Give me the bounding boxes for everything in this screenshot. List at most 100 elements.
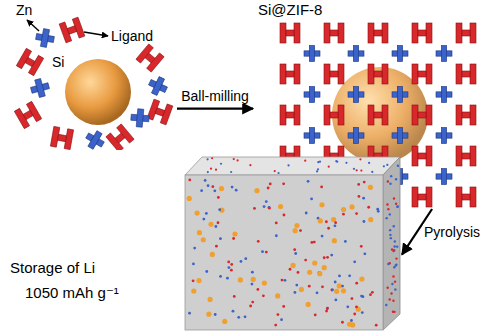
particle-dot [369,293,372,296]
particle-dot [217,196,220,199]
particle-dot [293,228,298,233]
particle-dot [233,158,235,160]
particle-dot [321,285,324,288]
particle-dot [360,245,363,248]
node-text: 1050 mAh g⁻¹ [25,285,119,301]
particle-dot [346,305,349,308]
particle-dot [228,266,231,269]
particle-dot [214,313,217,316]
ligand-bar [286,112,294,118]
ligand-bar [418,194,426,200]
particle-dot [387,180,389,182]
particle-dot [328,166,330,168]
particle-dot [208,297,213,302]
particle-dot [355,212,358,215]
particle-dot [368,162,370,164]
particle-dot [251,277,256,282]
particle-dot [275,293,280,298]
ligand-bar [368,105,374,125]
ligand-shape [456,64,476,84]
ligand-shape [412,146,432,166]
ligand-bar [426,146,432,166]
particle-dot [341,207,346,212]
particle-dot [389,234,391,236]
zinc-bar [151,77,164,96]
particle-dot [230,269,233,272]
particle-dot [385,217,387,219]
ligand-bar [294,105,300,125]
particle-dot [265,251,268,254]
particle-dot [299,229,302,232]
particle-dot [274,170,276,172]
particle-dot [230,171,232,173]
ligand-shape [324,105,344,125]
particle-dot [321,235,324,238]
ligand-shape [147,99,173,125]
leader-line [84,32,108,36]
particle-dot [363,181,366,184]
particle-dot [353,260,356,263]
particle-dot [360,170,362,172]
particle-dot [233,295,236,298]
zinc-shape [348,128,364,144]
particle-dot [389,213,391,215]
zinc-shape [436,169,452,185]
particle-dot [395,264,397,266]
ligand-bar [456,64,462,84]
particle-dot [294,223,299,228]
particle-dot [345,162,347,164]
ligand-bar [456,146,462,166]
leader-line [27,20,39,31]
particle-dot [192,262,195,265]
cube-top [185,157,400,175]
particle-dot [187,196,192,201]
particle-dot [280,318,283,321]
ligand-bar [324,64,330,84]
zinc-bar [353,128,358,144]
ligand-shape [280,23,300,43]
particle-dot [393,225,395,227]
particle-dot [310,198,313,201]
particle-dot [313,241,316,244]
particle-dot [371,171,373,173]
particle-dot [393,197,395,199]
zinc-shape [304,128,320,144]
ligand-bar [470,105,476,125]
particle-dot [347,322,352,327]
particle-dot [275,234,278,237]
particle-dot [368,217,373,222]
zinc-bar [88,131,102,150]
ligand-shape [456,187,476,207]
particle-dot [388,262,390,264]
particle-dot [220,163,222,165]
particle-dot [349,204,354,209]
ligand-bar [330,30,338,36]
particle-dot [257,240,260,243]
carbon-cube: Storage of Li1050 mAh g⁻¹ [8,152,402,332]
particle-dot [277,172,279,174]
ligand-shape [456,23,476,43]
particle-dot [235,189,238,192]
ligand-shape [106,124,134,150]
ligand-bar [374,30,382,36]
ligand-bar [426,64,432,84]
ligand-bar [456,187,462,207]
particle-dot [334,299,337,302]
ligand-bar [330,71,338,77]
ligand-bar [412,64,418,84]
particle-dot [323,256,326,259]
particle-dot [344,240,347,243]
particle-dot [397,205,399,207]
ligand-bar [58,134,67,141]
ligand-shape [368,105,388,125]
ligand-shape [324,23,344,43]
particle-dot [358,195,361,198]
particle-dot [334,281,337,284]
ligand-bar [418,71,426,77]
particle-dot [317,271,322,276]
particle-dot [204,179,207,182]
particle-dot [320,186,323,189]
particle-dot [196,278,201,283]
particle-dot [371,291,374,294]
